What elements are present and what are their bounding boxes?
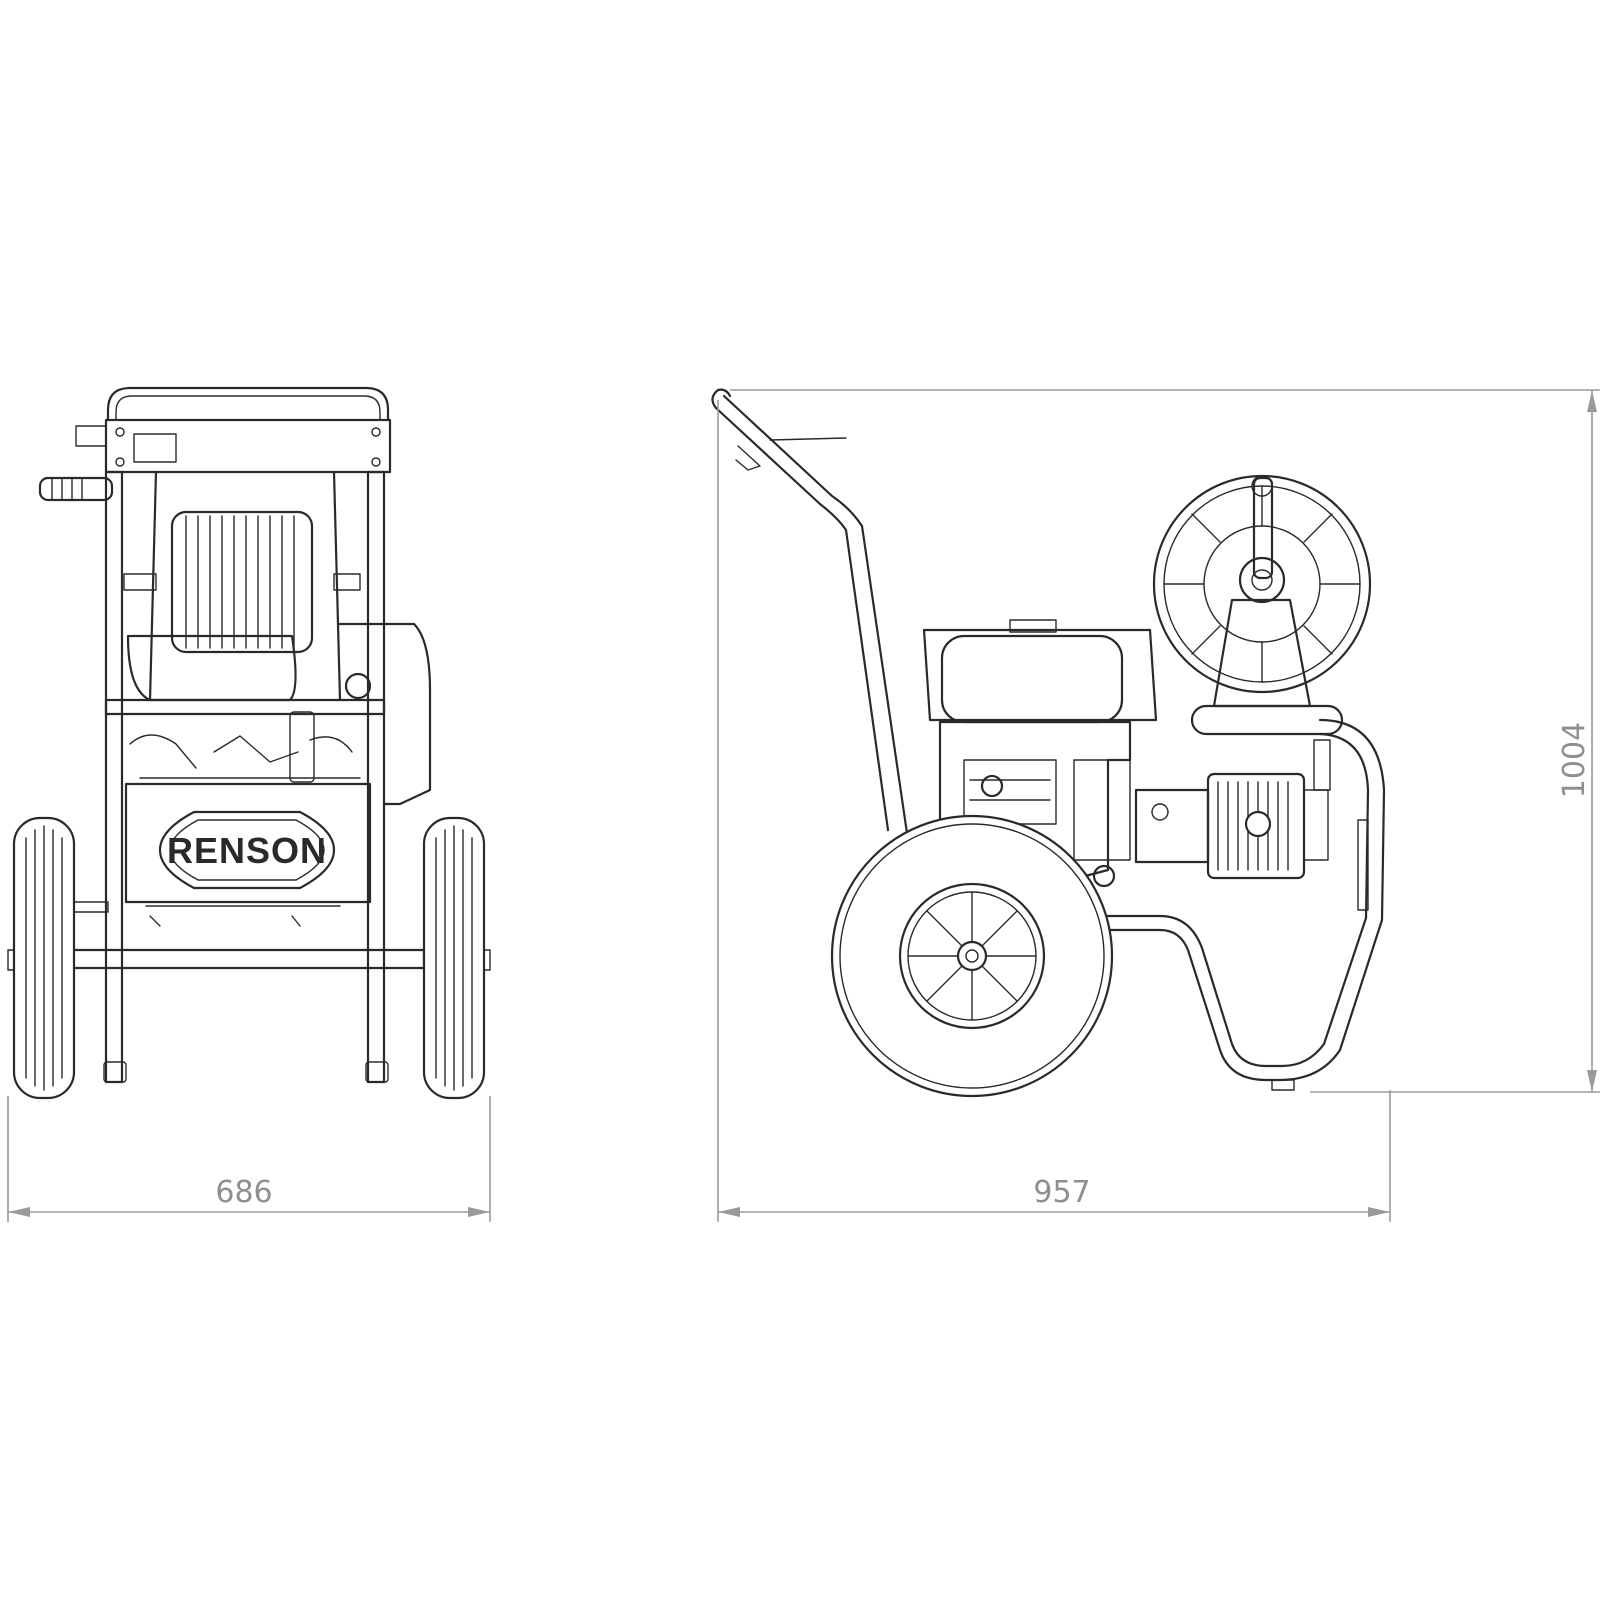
front-width-label: 686: [215, 1175, 272, 1210]
front-wheel-left: [7, 816, 76, 1100]
front-axle: [70, 948, 426, 970]
side-wheel: [830, 814, 1114, 1098]
front-engine: [338, 622, 432, 806]
side-hose-reel: [1152, 474, 1372, 708]
front-hose-reel: [123, 470, 361, 702]
renson-logo-badge: [158, 810, 336, 890]
dimension-side-length: 957: [717, 400, 1391, 1222]
height-label: 1004: [1557, 722, 1592, 798]
front-wheel-right: [422, 816, 491, 1100]
side-view: [711, 388, 1386, 1098]
front-view: RENSON: [7, 386, 491, 1100]
side-length-label: 957: [1033, 1175, 1090, 1210]
side-engine: [922, 619, 1158, 888]
reel-crank-handle: [38, 476, 114, 502]
front-frame-left: [104, 470, 124, 1084]
front-handle: [106, 386, 390, 422]
front-logo-panel: [124, 782, 372, 904]
front-frame-right: [366, 470, 386, 1084]
dimension-front-width: 686: [7, 1096, 491, 1222]
control-panel: [104, 418, 392, 474]
renson-logo-text: RENSON: [167, 830, 327, 871]
dimension-height: 1004: [730, 389, 1600, 1093]
side-pump: [1134, 739, 1331, 880]
side-handle: [722, 394, 910, 842]
